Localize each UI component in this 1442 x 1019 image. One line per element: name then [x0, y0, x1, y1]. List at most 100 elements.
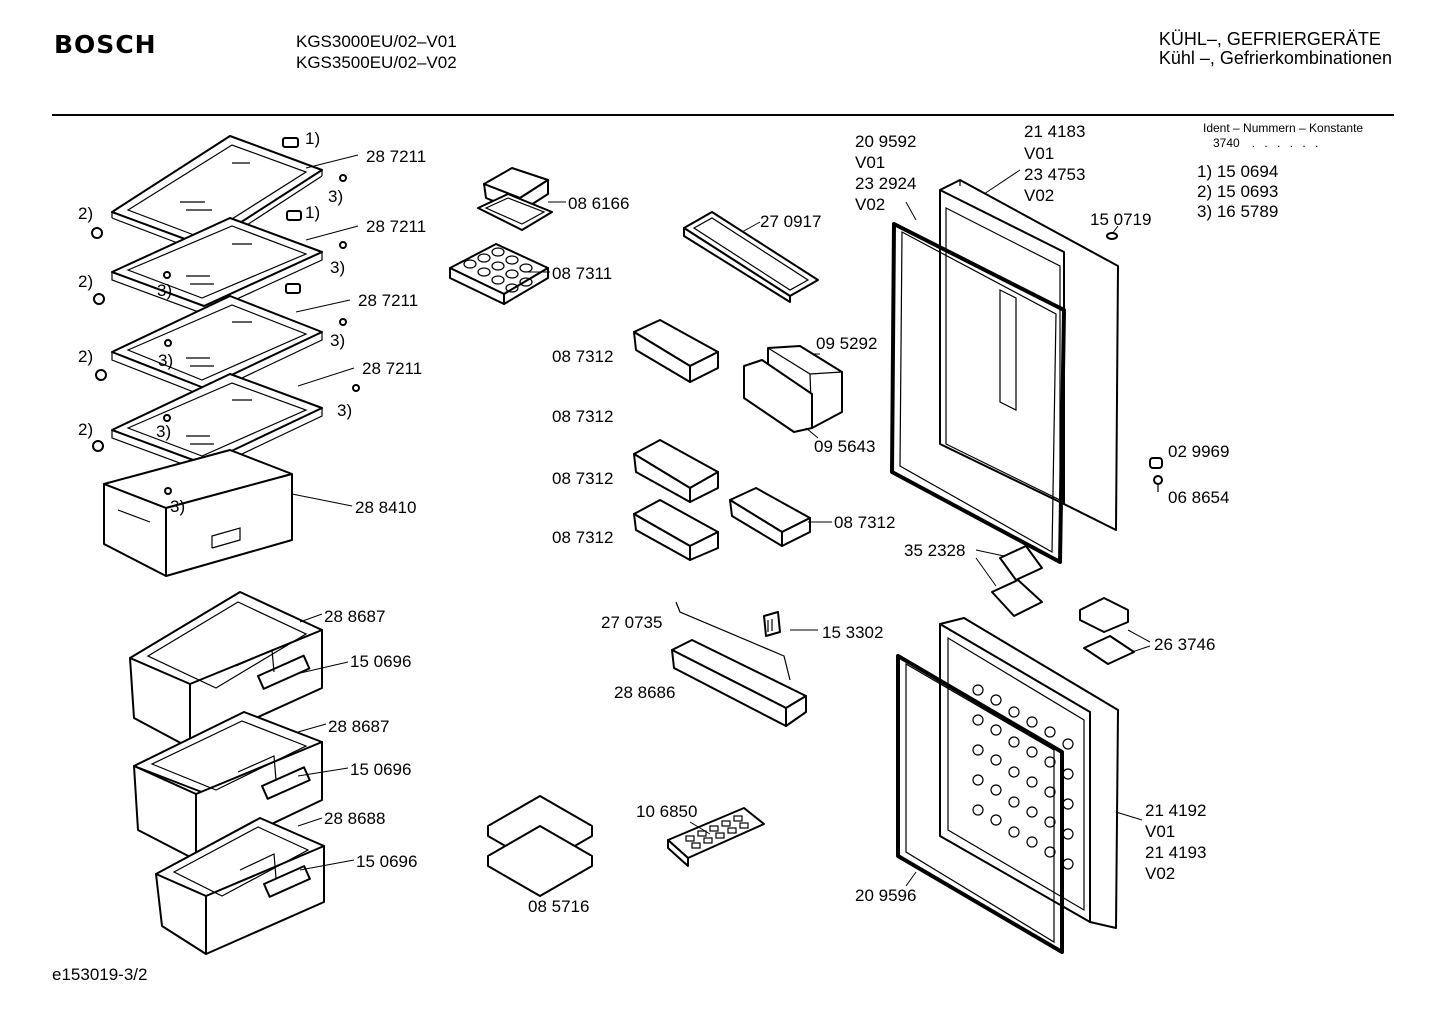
small-door-bin-2[interactable] [633, 439, 719, 503]
hinge-cap-icon [1106, 232, 1118, 240]
part-number-label: 15 0696 [350, 652, 411, 671]
variant-label: V01 [1145, 822, 1175, 841]
part-number-label: 28 8687 [328, 717, 389, 736]
door-gasket-lower[interactable] [896, 654, 1064, 954]
part-number-label: 27 0917 [760, 212, 821, 231]
footnote-ref: 2) [78, 272, 93, 291]
footnote-item: 2) 15 0693 [1197, 182, 1279, 201]
bottle-holder[interactable] [743, 345, 843, 433]
part-number-label: 28 8688 [324, 809, 385, 828]
leader-line [1131, 645, 1151, 653]
small-door-bin-1[interactable] [633, 319, 719, 383]
glass-shelf-2[interactable] [111, 217, 323, 315]
shelf-clip-icon [91, 137, 360, 495]
appliance-category: KÜHL–, GEFRIERGERÄTE Kühl –, Gefrierkomb… [1159, 30, 1392, 68]
variant-label: V01 [855, 153, 885, 172]
document-id: e153019-3/2 [52, 965, 148, 984]
part-number-label: 28 7211 [366, 217, 426, 236]
leader-line [1115, 811, 1143, 821]
freezer-drawer-2[interactable] [133, 711, 323, 861]
cold-pack-2[interactable] [487, 825, 593, 897]
variant-label: V02 [1024, 186, 1054, 205]
footnote-ref: 3) [337, 401, 352, 420]
shelf-rail[interactable] [675, 601, 791, 681]
leader-line [905, 871, 917, 887]
part-labels: 28 7211 28 7211 28 7211 28 7211 28 8410 … [78, 122, 1229, 916]
footnote-ref: 3) [330, 331, 345, 350]
part-number-label: 09 5292 [816, 334, 877, 353]
part-number-label: 20 9592 [855, 132, 916, 151]
leader-line [975, 549, 1005, 557]
part-number-label: 02 9969 [1168, 442, 1229, 461]
footnote-ref: 3) [156, 422, 171, 441]
footnote-ref: 3) [158, 351, 173, 370]
part-number-label: 08 7312 [834, 513, 895, 532]
category-subtitle: Kühl –, Gefrierkombinationen [1158, 48, 1392, 68]
leader-line [1127, 629, 1151, 643]
footnote-ref: 1) [305, 203, 320, 222]
part-number-label: 08 7312 [552, 528, 613, 547]
leader-line [689, 821, 711, 835]
footnote-ref: 2) [78, 204, 93, 223]
clip-part-icon [763, 611, 781, 637]
leader-line [805, 427, 819, 439]
leader-line [975, 557, 997, 587]
screw-cap-icon [1149, 457, 1163, 492]
part-number-label: 28 8686 [614, 683, 675, 702]
leader-lines-left [291, 154, 359, 507]
ident-block: Ident – Nummern – Konstante 3740. . . . … [1203, 121, 1363, 151]
part-number-label: 15 0696 [350, 760, 411, 779]
part-number-label: 08 5716 [528, 897, 589, 916]
vegetable-crisper-cover[interactable] [103, 449, 293, 577]
part-number-label: 28 8410 [355, 498, 416, 517]
fridge-door-upper[interactable] [939, 179, 1119, 531]
model-numbers: KGS3000EU/02–V01 KGS3500EU/02–V02 [296, 31, 457, 73]
egg-tray[interactable] [449, 243, 549, 305]
footnote-ref: 2) [78, 347, 93, 366]
footnote-ref: 3) [157, 281, 172, 300]
footnote-ref: 3) [170, 497, 185, 516]
freezer-door-texture [972, 684, 1074, 870]
part-number-label: 28 7211 [358, 291, 418, 310]
variant-label: V02 [855, 195, 885, 214]
brand-logo: BOSCH [54, 30, 157, 59]
variant-label: V02 [1145, 864, 1175, 883]
part-number-label: 08 7311 [552, 264, 612, 283]
part-number-label: 08 7312 [552, 407, 613, 426]
butter-dish[interactable] [477, 167, 553, 231]
footnote-ref: 1) [305, 129, 320, 148]
leader-line [741, 221, 761, 233]
header-divider [52, 114, 1394, 116]
ident-title: Ident – Nummern – Konstante [1203, 121, 1364, 135]
cover-plate[interactable] [991, 545, 1043, 617]
part-number-label: 06 8654 [1168, 488, 1229, 507]
part-number-label: 15 0696 [356, 852, 417, 871]
part-number-label: 28 7211 [362, 359, 422, 378]
ident-value: 3740 [1213, 136, 1240, 150]
part-number-label: 08 7312 [552, 347, 613, 366]
part-number-label: 21 4183 [1024, 122, 1085, 141]
part-number-label: 08 7312 [552, 469, 613, 488]
door-shelf-long[interactable] [683, 211, 819, 303]
ice-cube-tray[interactable] [667, 807, 765, 867]
footnote-item: 3) 16 5789 [1197, 202, 1279, 221]
small-door-bin-4[interactable] [729, 487, 811, 547]
freezer-drawer-1[interactable] [129, 591, 323, 749]
footnote-item: 1) 15 0694 [1197, 162, 1279, 181]
door-handle-bracket[interactable] [1079, 597, 1135, 665]
glass-shelf-4[interactable] [111, 373, 323, 473]
freezer-drawer-3[interactable] [155, 817, 325, 955]
model-number: KGS3500EU/02–V02 [296, 53, 457, 72]
door-gasket-upper[interactable] [890, 222, 1066, 564]
lower-door-shelf[interactable] [671, 639, 807, 727]
part-number-label: 10 6850 [636, 802, 697, 821]
part-number-label: 15 3302 [822, 623, 883, 642]
part-number-label: 28 7211 [366, 147, 426, 166]
variant-label: V01 [1024, 144, 1054, 163]
freezer-door-lower[interactable] [939, 617, 1119, 929]
glass-shelf-1[interactable] [111, 135, 323, 254]
footnote-ref: 2) [78, 420, 93, 439]
part-number-label: 26 3746 [1154, 635, 1215, 654]
small-door-bin-3[interactable] [633, 499, 719, 561]
